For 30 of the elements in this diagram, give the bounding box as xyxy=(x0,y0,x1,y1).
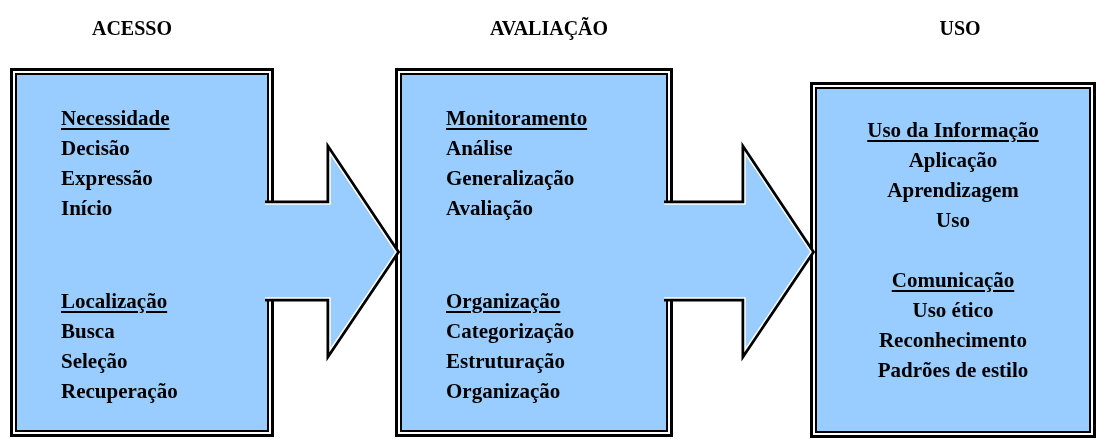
item-text: Expressão xyxy=(61,165,153,192)
item-text: Estruturação xyxy=(446,348,565,375)
item-text: Organização xyxy=(446,378,561,405)
item-text: Uso xyxy=(936,207,970,234)
heading-text: Monitoramento xyxy=(446,105,588,132)
item-text: Generalização xyxy=(446,165,575,192)
item-text: Análise xyxy=(446,135,513,162)
item-text: Reconhecimento xyxy=(878,327,1028,354)
column-heading: USO xyxy=(939,16,981,40)
item-text: Avaliação xyxy=(446,195,534,222)
item-text: Categorização xyxy=(446,318,575,345)
heading-text: Comunicação xyxy=(891,267,1015,294)
heading-text: Organização xyxy=(446,288,561,315)
item-text: Seleção xyxy=(61,348,128,375)
column-heading: AVALIAÇÃO xyxy=(489,16,609,40)
item-text: Busca xyxy=(61,318,115,345)
item-text: Aplicação xyxy=(908,147,998,174)
process-box xyxy=(810,82,1096,438)
item-text: Uso ético xyxy=(912,297,994,324)
item-text: Recuperação xyxy=(61,378,178,405)
item-text: Padrões de estilo xyxy=(877,357,1029,384)
item-text: Decisão xyxy=(61,135,130,162)
item-text: Aprendizagem xyxy=(887,177,1019,204)
process-box xyxy=(10,68,274,437)
heading-text: Necessidade xyxy=(61,105,170,132)
column-heading: ACESSO xyxy=(92,16,172,40)
process-box xyxy=(395,68,673,437)
heading-text: Localização xyxy=(61,288,168,315)
heading-text: Uso da Informação xyxy=(867,117,1039,144)
item-text: Início xyxy=(61,195,113,222)
